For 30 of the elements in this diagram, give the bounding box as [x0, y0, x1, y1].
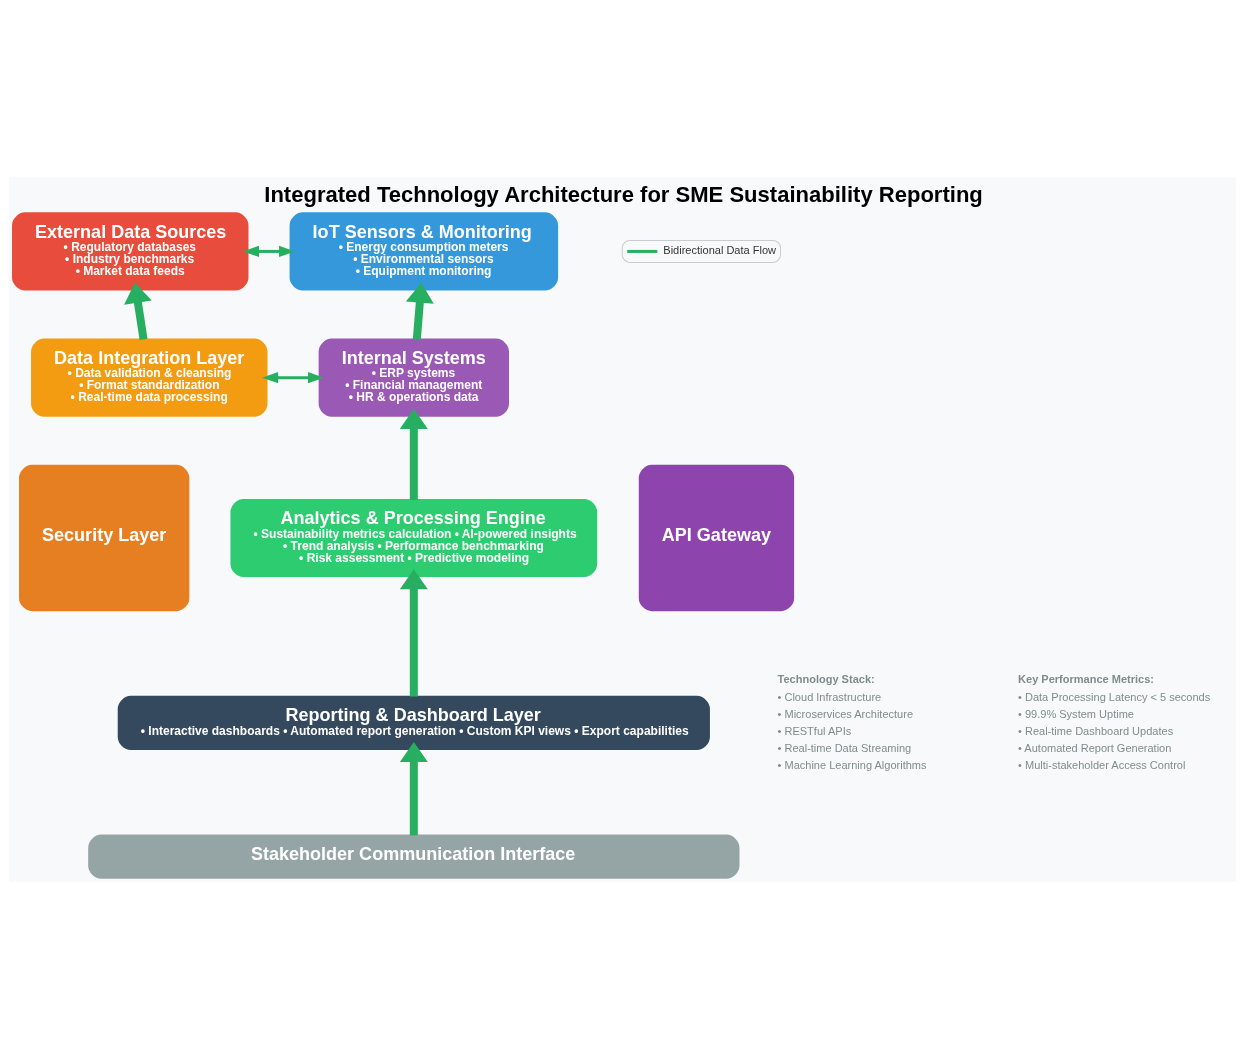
label: • Automated Report Generation — [1017, 741, 1171, 754]
label: • Machine Learning Algorithms — [777, 758, 927, 771]
label: • Cloud Infrastructure — [777, 690, 881, 703]
node-box: Analytics & Processing Engine • Sustainability metrics calculation • AI-powered insights • Trend analysis • Performance benchmarking • Risk assessment • Predictive modeling — [229, 498, 597, 578]
label: • 99.9% System Uptime — [1017, 707, 1134, 720]
node-box: External Data Sources • Regulatory databases • Industry benchmarks • Market data feeds — [11, 212, 248, 291]
node-box: Internal Systems • ERP systems • Financial management • HR & operations data — [318, 338, 509, 417]
label: • Real-time Dashboard Updates — [1017, 724, 1173, 737]
label: • Real-time Data Streaming — [777, 741, 911, 754]
arrow — [123, 282, 152, 340]
node-box: Data Integration Layer • Data validation & cleansing • Format standardization • Real-time data processing — [30, 338, 267, 417]
label: • RESTful APIs — [777, 724, 851, 737]
arrow — [399, 569, 428, 697]
node-box: IoT Sensors & Monitoring • Energy consumption meters • Environmental sensors • Equipment monitoring — [289, 212, 558, 291]
label: • Multi-stakeholder Access Control — [1017, 758, 1185, 771]
node-box: Stakeholder Communication Interface — [87, 834, 739, 879]
legend-label: Bidirectional Data Flow — [662, 244, 776, 257]
label: • Data Processing Latency < 5 seconds — [1017, 690, 1210, 703]
diagram-title: Integrated Technology Architecture for SME Sustainability Reporting — [263, 181, 983, 207]
arrow — [261, 372, 324, 384]
arrow — [242, 245, 295, 258]
label: Key Performance Metrics: — [1017, 672, 1154, 685]
node-box: API Gateway — [638, 464, 794, 612]
node-box: Reporting & Dashboard Layer • Interactive dashboards • Automated report generation • Custom KPI views • Export capabilities — [117, 695, 710, 750]
label: • Microservices Architecture — [777, 707, 913, 720]
arrow — [399, 741, 428, 836]
node-box: Security Layer — [18, 464, 189, 612]
arrow — [399, 408, 428, 500]
arrow — [405, 282, 434, 340]
label: Technology Stack: — [777, 672, 875, 685]
